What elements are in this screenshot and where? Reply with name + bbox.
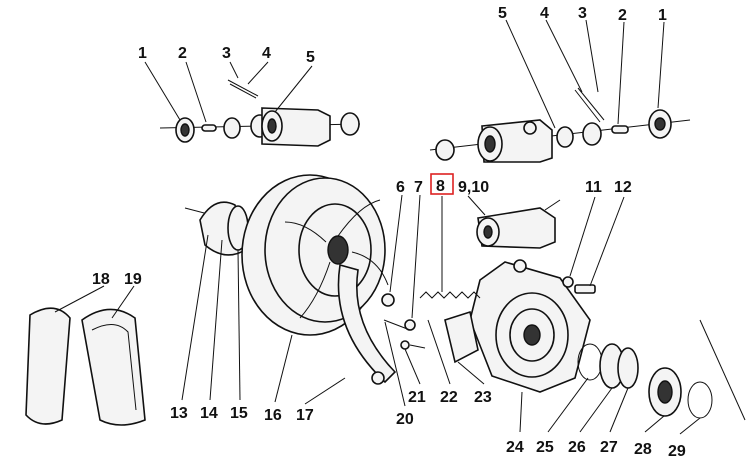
- wheel-cylinder-right-assembly: [429, 87, 691, 163]
- label-28: 28: [634, 441, 652, 458]
- label-12: 12: [614, 179, 632, 196]
- label-5-right: 5: [498, 5, 507, 22]
- backing-plate-hub: [444, 259, 591, 393]
- spring-and-pin-parts: [381, 291, 481, 350]
- label-17: 17: [296, 407, 314, 424]
- label-4-right: 4: [540, 5, 549, 22]
- label-27: 27: [600, 439, 618, 456]
- label-4-left: 4: [262, 45, 271, 62]
- label-22: 22: [440, 389, 458, 406]
- label-6: 6: [396, 179, 405, 196]
- label-1-left: 1: [138, 45, 147, 62]
- label-23: 23: [474, 389, 492, 406]
- leader-lines: [54, 19, 701, 435]
- label-16: 16: [264, 407, 282, 424]
- label-9-10: 9,10: [458, 179, 489, 196]
- label-8-highlight-box: [430, 173, 454, 195]
- label-2-left: 2: [178, 45, 187, 62]
- label-3-left: 3: [222, 45, 231, 62]
- label-20: 20: [396, 411, 414, 428]
- brake-shoe-pair: [25, 307, 146, 426]
- label-11: 11: [585, 179, 602, 196]
- label-18: 18: [92, 271, 110, 288]
- label-7: 7: [414, 179, 423, 196]
- label-15: 15: [230, 405, 248, 422]
- label-8: 8: [436, 178, 445, 195]
- label-3-right: 3: [578, 5, 587, 22]
- label-19: 19: [124, 271, 142, 288]
- label-2-right: 2: [618, 7, 627, 24]
- wheel-cylinder-center: [476, 199, 561, 249]
- label-26: 26: [568, 439, 586, 456]
- callout-labels: 1 2 3 4 5 5 4 3 2 1 6 7 8 9,10 11 12 18 …: [92, 5, 686, 460]
- label-13: 13: [170, 405, 188, 422]
- brake-shoe-inner: [337, 263, 397, 385]
- bearing-rings: [577, 319, 746, 421]
- label-5-left: 5: [306, 49, 315, 66]
- bolts: [562, 276, 596, 294]
- label-29: 29: [668, 443, 686, 460]
- label-1-right: 1: [658, 7, 667, 24]
- label-25: 25: [536, 439, 554, 456]
- label-14: 14: [200, 405, 218, 422]
- wheel-cylinder-left-assembly: [159, 79, 361, 147]
- label-21: 21: [408, 389, 426, 406]
- label-24: 24: [506, 439, 524, 456]
